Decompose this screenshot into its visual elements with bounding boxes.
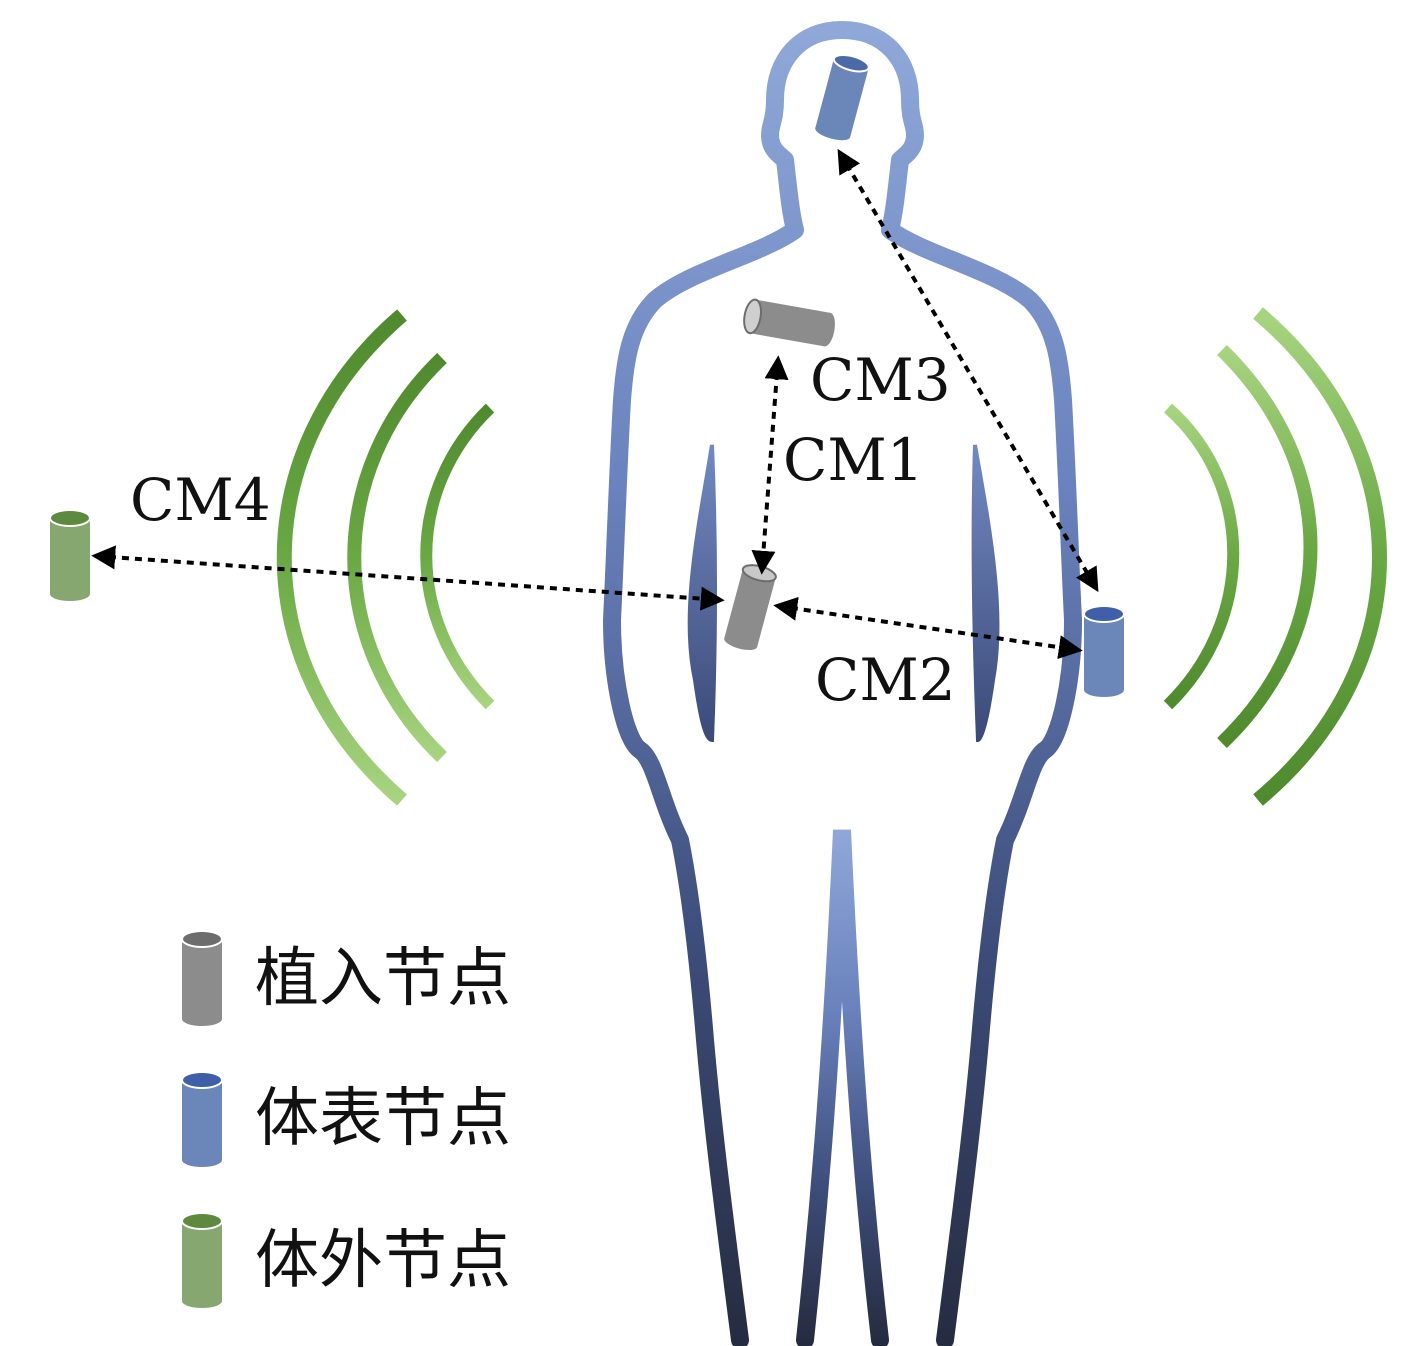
cm3-arrow [837, 148, 1099, 593]
left-radio-waves [276, 309, 495, 806]
right-radio-waves [1163, 307, 1387, 806]
external-node [49, 509, 91, 601]
cm2-arrow [773, 596, 1083, 660]
legend-external-label: 体外节点 [255, 1224, 511, 1298]
cm3-label: CM3 [810, 346, 951, 414]
wave-right-middle [1217, 344, 1318, 749]
legend: 植入节点 体表节点 体外节点 [181, 930, 511, 1308]
cm2-label: CM2 [815, 646, 956, 714]
legend-implant-label: 植入节点 [255, 942, 511, 1016]
wave-right-outer [1253, 307, 1387, 806]
cm4-arrow [91, 545, 725, 611]
link-arrows [91, 148, 1099, 660]
legend-surface-label: 体表节点 [255, 1082, 511, 1156]
wave-left-outer [276, 309, 407, 806]
legend-implant-icon [181, 930, 223, 1026]
abdomen-implant-node [724, 564, 777, 651]
cm1-label: CM1 [783, 426, 924, 494]
wave-right-inner [1163, 403, 1240, 710]
chest-implant-node [743, 298, 835, 347]
inner-legs [796, 829, 889, 1346]
hip-surface-node [1083, 605, 1125, 697]
left-arm-gap [687, 444, 717, 743]
right-arm-gap [971, 444, 1000, 743]
legend-external-icon [181, 1212, 223, 1308]
cm1-arrow [751, 355, 789, 575]
wave-left-inner [420, 403, 495, 710]
legend-surface-icon [181, 1071, 223, 1167]
head-surface-node [815, 54, 870, 141]
cm4-label: CM4 [130, 466, 271, 534]
